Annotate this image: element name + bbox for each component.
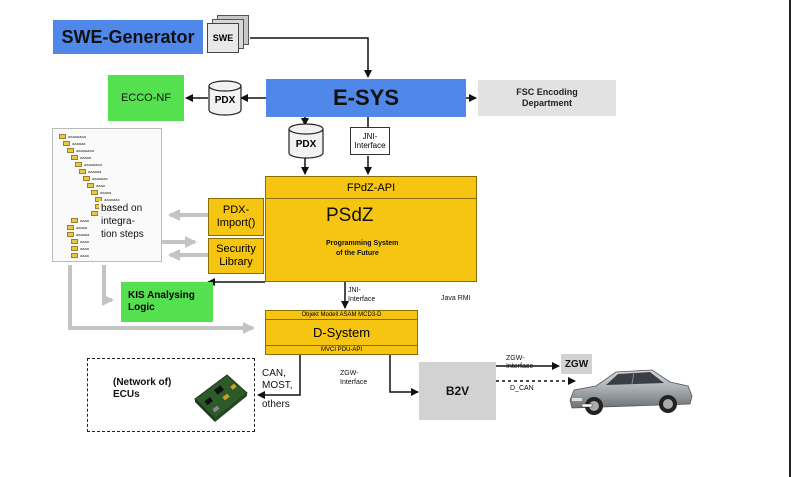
dsystem-title-bar: D-System <box>266 320 417 345</box>
swe-docs-label: SWE <box>212 33 234 43</box>
jni-top-line1: JNI- <box>362 132 378 141</box>
psdz-subtitle: Programming System of the Future <box>326 239 398 259</box>
pdx-top-database-icon: PDX <box>208 80 242 116</box>
bus-types-label: CAN, MOST, others <box>262 368 293 411</box>
b2v-label: B2V <box>445 384 470 398</box>
tree-note-line3: tion steps <box>101 229 144 240</box>
right-border <box>789 0 791 477</box>
zgw-interface-label: ZGW- Interface <box>340 369 367 387</box>
swe-generator-label: SWE-Generator <box>61 26 195 47</box>
java-rmi-label: Java RMI <box>441 295 471 302</box>
ecus-network-area: (Network of) ECUs <box>87 358 255 432</box>
jni-interface-bottom-label: JNI- Interface <box>348 286 375 304</box>
pdx-mid-database-icon: PDX <box>288 123 324 159</box>
fpdz-api-label: FPdZ-API <box>346 181 396 194</box>
object-model-label: Objekt Modell ASAM MCD3-D <box>301 312 382 318</box>
fsc-label-line2: Department <box>521 98 572 108</box>
psdz-subtitle-line1: Programming System <box>326 240 399 247</box>
ecus-line1: (Network of) <box>113 377 172 388</box>
zgw-if2-line1: ZGW- <box>506 355 525 362</box>
kis-line2: Logic <box>128 302 155 313</box>
tree-note: based on integra- tion steps <box>99 201 146 242</box>
object-model-bar: Objekt Modell ASAM MCD3-D <box>266 311 417 320</box>
jni-interface-top-box: JNI- Interface <box>350 127 390 155</box>
fsc-label-line1: FSC Encoding <box>516 87 578 97</box>
can-line3: others <box>262 399 290 410</box>
tree-note-line1: based on <box>101 203 143 214</box>
jni-bottom-line2: Interface <box>348 296 376 303</box>
ecus-label: (Network of) ECUs <box>113 377 171 401</box>
jni-bottom-line1: JNI- <box>348 287 361 294</box>
fpdz-api-bar: FPdZ-API <box>266 177 476 199</box>
ecus-line2: ECUs <box>113 389 140 400</box>
psdz-title: PSdZ <box>326 205 374 226</box>
ecco-nf-box: ECCO-NF <box>108 75 184 121</box>
pdx-import-line2: Import() <box>216 217 256 229</box>
zgw-interface-2-label: ZGW- Interface <box>506 355 533 371</box>
d-can-label: D_CAN <box>510 385 534 392</box>
zgw-if-line2: Interface <box>340 379 368 386</box>
pdx-import-line1: PDX- <box>222 204 250 216</box>
ecu-board-icon <box>194 374 248 422</box>
psdz-block: FPdZ-API PSdZ Programming System of the … <box>265 176 477 282</box>
grey-arrow-tree-to-kis <box>102 265 114 306</box>
can-line1: CAN, <box>262 368 286 379</box>
integration-steps-tree-panel: aaaaaaaa aaaaaa aaaaaaaa aaaaa aaaaaaaa … <box>52 128 162 262</box>
pdx-import-box: PDX- Import() <box>208 198 264 236</box>
tree-note-line2: integra- <box>101 216 135 227</box>
dsystem-block: Objekt Modell ASAM MCD3-D D-System MVCI … <box>265 310 418 355</box>
kis-analysing-logic-box: KIS Analysing Logic <box>121 282 213 322</box>
security-line2: Library <box>219 256 253 268</box>
ecco-nf-label: ECCO-NF <box>120 92 172 104</box>
kis-line1: KIS Analysing <box>128 290 195 301</box>
pdx-top-label: PDX <box>214 94 236 106</box>
swe-documents-icon: SWE <box>207 15 252 55</box>
arrow-dsystem-to-ecus <box>257 355 301 399</box>
zgw-box: ZGW <box>561 354 592 374</box>
grey-arrow-tree-to-dsystem <box>68 265 255 334</box>
arrow-swe-to-esys <box>250 37 372 78</box>
security-library-box: Security Library <box>208 238 264 274</box>
arrow-dsystem-to-b2v <box>389 355 419 396</box>
mvci-label: MVCI PDU-API <box>320 347 362 353</box>
fsc-box: FSC Encoding Department <box>478 80 616 116</box>
esys-box: E-SYS <box>266 79 466 117</box>
jni-top-line2: Interface <box>354 141 386 150</box>
psdz-subtitle-line2: of the Future <box>336 250 379 257</box>
can-line2: MOST, <box>262 380 293 391</box>
zgw-if2-line2: Interface <box>506 363 534 370</box>
esys-label: E-SYS <box>332 85 400 110</box>
dsystem-label: D-System <box>312 325 371 340</box>
security-line1: Security <box>216 243 256 255</box>
swe-generator-box: SWE-Generator <box>53 20 203 54</box>
zgw-label: ZGW <box>564 358 589 370</box>
car-image <box>569 369 693 415</box>
zgw-if-line1: ZGW- <box>340 370 359 377</box>
pdx-mid-label: PDX <box>295 138 317 150</box>
b2v-box: B2V <box>419 362 496 420</box>
mvci-bar: MVCI PDU-API <box>266 345 417 354</box>
